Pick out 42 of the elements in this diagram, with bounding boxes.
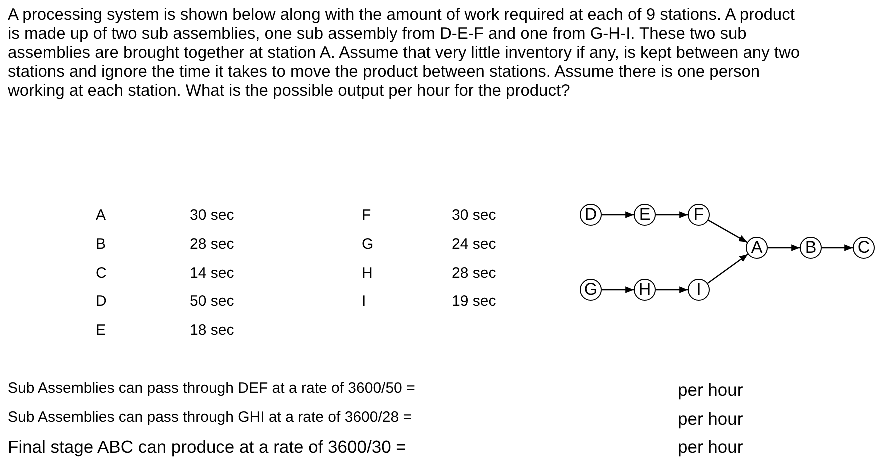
time-value: 30 sec — [190, 207, 234, 224]
station-circle: I — [688, 279, 710, 301]
station-letter: G — [362, 236, 374, 253]
arrow — [656, 212, 688, 218]
time-value: 28 sec — [190, 236, 234, 253]
station-letter: F — [362, 207, 372, 224]
time-value: 50 sec — [190, 293, 234, 310]
time-value: 14 sec — [190, 265, 234, 282]
station-circle: G — [580, 279, 602, 301]
station-letter: D — [96, 293, 107, 310]
arrow — [822, 244, 853, 252]
station-circle: E — [634, 204, 656, 226]
station-letter: E — [96, 322, 106, 339]
time-value: 19 sec — [452, 293, 496, 310]
station-letter: A — [96, 207, 106, 224]
station-letter: I — [362, 293, 366, 310]
station-circle: D — [580, 204, 602, 226]
station-letter: B — [96, 236, 106, 253]
question-paragraph: A processing system is shown below along with the amount of work required at each of 9 stations. A product is made up of two sub assemblies, one sub assembly from D-E-F and one from G-H-I. These two sub assemblies are brought together at station A. Assume that very little inventory if any, is kept between any two stations and ignore the time it takes to move the product between stations. Assume there is one person working at each station. What is the possible output per hour for the product? — [8, 6, 802, 101]
rate-statement: Final stage ABC can produce at a rate of 3600/30 = — [8, 437, 406, 458]
time-value: 24 sec — [452, 236, 496, 253]
rate-statement: Sub Assemblies can pass through DEF at a rate of 3600/50 = — [8, 380, 416, 397]
station-letter: C — [96, 265, 107, 282]
station-circle: A — [746, 237, 768, 259]
time-value: 28 sec — [452, 265, 496, 282]
arrow — [768, 244, 800, 252]
station-letter: H — [362, 265, 373, 282]
arrow — [602, 212, 634, 218]
station-circle: H — [634, 279, 656, 301]
arrow — [602, 286, 634, 294]
unit-text: per hour — [678, 437, 744, 458]
unit-text: per hour — [678, 380, 744, 401]
station-circle: C — [853, 237, 875, 259]
arrow — [708, 220, 748, 244]
unit-text: per hour — [678, 409, 744, 430]
station-circle: F — [688, 204, 710, 226]
arrow — [708, 254, 748, 284]
arrow — [656, 286, 688, 294]
station-circle: B — [800, 237, 822, 259]
rate-statement: Sub Assemblies can pass through GHI at a rate of 3600/28 = — [8, 409, 412, 426]
time-value: 30 sec — [452, 207, 496, 224]
time-value: 18 sec — [190, 322, 234, 339]
